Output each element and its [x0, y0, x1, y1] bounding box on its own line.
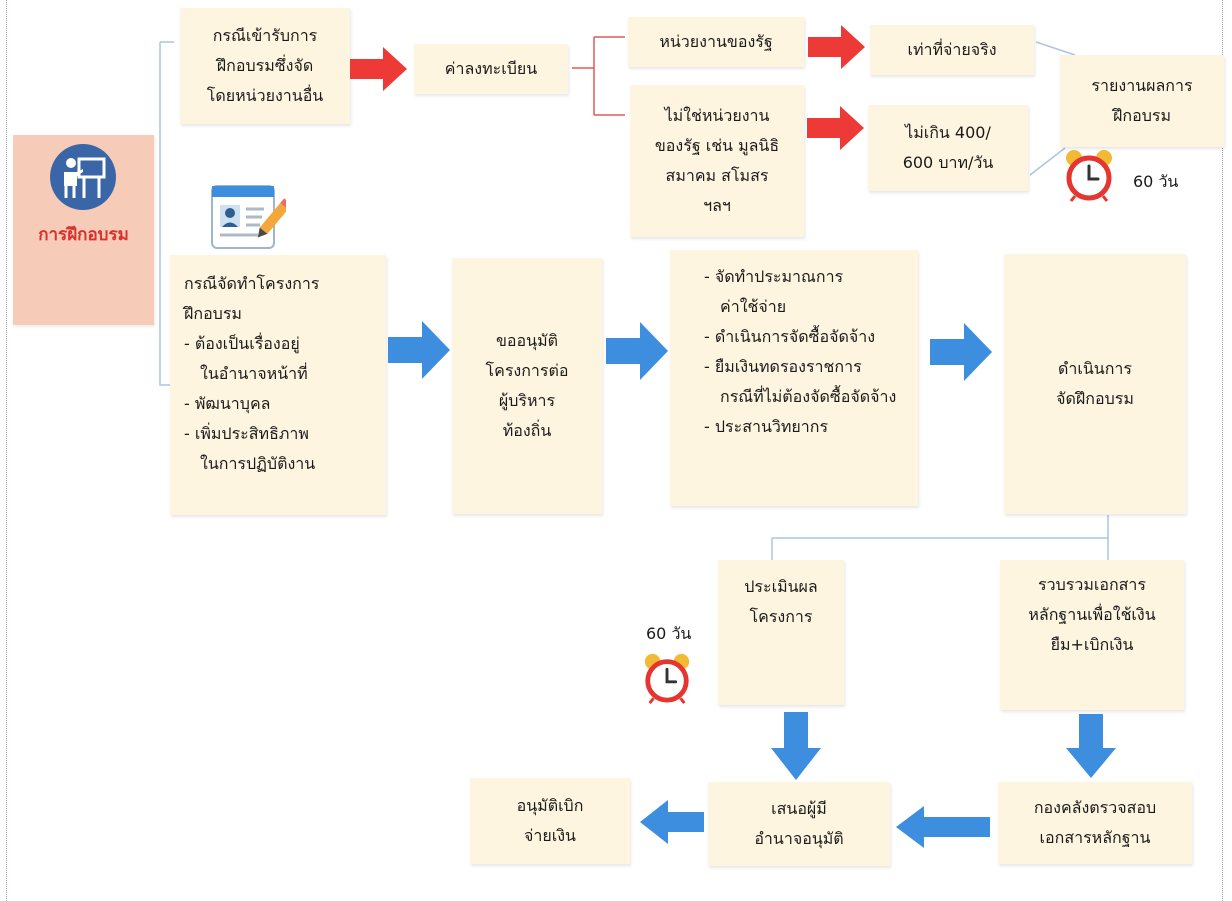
- evaluate-project-line-1: ประเมินผล: [744, 577, 818, 596]
- red-arrow-icon: [808, 25, 865, 69]
- request-approval-line-1: ขออนุมัติ: [495, 331, 559, 350]
- non-government-box: ไม่ใช่หน่วยงาน ของรัฐ เช่น มูลนิธิ สมาคม…: [630, 85, 804, 237]
- treasury-check-line-2: เอกสารหลักฐาน: [1039, 828, 1151, 847]
- propose-authority-box: เสนอผู้มี อำนาจอนุมัติ: [708, 782, 890, 866]
- prep-step-1: - จัดทำประมาณการ: [704, 267, 844, 286]
- red-arrow-icon: [807, 106, 864, 150]
- collect-documents-line-2: หลักฐานเพื่อใช้เงิน: [1028, 605, 1156, 624]
- treasury-check-box: กองคลังตรวจสอบ เอกสารหลักฐาน: [998, 782, 1192, 864]
- blue-arrow-icon: [930, 323, 992, 381]
- red-arrow-icon: [350, 47, 407, 91]
- report-deadline-label: 60 วัน: [1133, 172, 1179, 191]
- internal-case-title-2: ฝึกอบรม: [184, 304, 242, 323]
- collect-documents-box: รวบรวมเอกสาร หลักฐานเพื่อใช้เงิน ยืม+เบิ…: [1000, 560, 1184, 710]
- evaluate-project-line-2: โครงการ: [749, 607, 813, 626]
- blue-arrow-icon: [771, 712, 821, 780]
- non-government-line-1: ไม่ใช่หน่วยงาน: [664, 106, 770, 125]
- request-approval-line-2: โครงการต่อ: [485, 361, 569, 380]
- internal-case-item-1: - ต้องเป็นเรื่องอยู่: [184, 334, 300, 353]
- non-government-line-4: ฯลฯ: [703, 196, 731, 215]
- daily-limit-line-1: ไม่เกิน 400/: [905, 123, 991, 142]
- presenter-icon: [50, 144, 116, 210]
- prep-step-2: - ดำเนินการจัดซื้อจัดจ้าง: [704, 327, 876, 346]
- internal-case-title-1: กรณีจัดทำโครงการ: [184, 274, 320, 293]
- collect-documents-line-1: รวบรวมเอกสาร: [1038, 575, 1146, 594]
- conduct-training-line-1: ดำเนินการ: [1058, 359, 1132, 378]
- external-training-case-box: กรณีเข้ารับการ ฝึกอบรมซึ่งจัด โดยหน่วยงา…: [180, 8, 350, 124]
- training-report-line-2: ฝึกอบรม: [1113, 106, 1171, 125]
- non-government-line-2: ของรัฐ เช่น มูลนิธิ: [654, 136, 780, 155]
- external-case-line-3: โดยหน่วยงานอื่น: [206, 86, 324, 105]
- conduct-training-box: ดำเนินการ จัดฝึกอบรม: [1004, 254, 1186, 514]
- daily-limit-line-2: 600 บาท/วัน: [902, 153, 994, 172]
- blue-arrow-icon: [1066, 714, 1116, 778]
- prep-step-4: - ประสานวิทยากร: [704, 417, 829, 436]
- evaluate-project-box: ประเมินผล โครงการ: [718, 560, 844, 705]
- root-node: การฝึกอบรม: [13, 135, 154, 325]
- request-approval-line-4: ท้องถิ่น: [502, 421, 552, 440]
- blue-arrow-icon: [606, 322, 668, 380]
- external-case-line-1: กรณีเข้ารับการ: [212, 26, 318, 45]
- government-agency-box: หน่วยงานของรัฐ: [628, 17, 804, 67]
- page-edge-left: [6, 0, 7, 901]
- registration-fee-box: ค่าลงทะเบียน: [414, 44, 568, 94]
- request-approval-box: ขออนุมัติ โครงการต่อ ผู้บริหาร ท้องถิ่น: [452, 258, 602, 514]
- clock-icon: [644, 653, 690, 704]
- approve-disbursement-line-2: จ่ายเงิน: [524, 826, 576, 845]
- page-edge-right: [1222, 0, 1223, 901]
- propose-authority-line-1: เสนอผู้มี: [771, 799, 827, 818]
- internal-case-item-1-cont: ในอำนาจหน้าที่: [200, 364, 308, 383]
- evaluate-deadline-label: 60 วัน: [646, 624, 692, 643]
- request-approval-line-3: ผู้บริหาร: [498, 391, 556, 410]
- training-report-box: รายงานผลการ ฝึกอบรม: [1060, 55, 1224, 147]
- approve-disbursement-box: อนุมัติเบิก จ่ายเงิน: [470, 778, 630, 864]
- actual-cost-box: เท่าที่จ่ายจริง: [870, 25, 1034, 75]
- clock-icon: [1066, 150, 1112, 202]
- document-icon: [211, 185, 286, 249]
- government-agency-label: หน่วยงานของรัฐ: [659, 32, 773, 51]
- internal-case-item-2: - พัฒนาบุคล: [184, 394, 271, 413]
- root-label: การฝึกอบรม: [38, 225, 129, 245]
- collect-documents-line-3: ยืม+เบิกเงิน: [1050, 635, 1134, 654]
- actual-cost-label: เท่าที่จ่ายจริง: [907, 40, 997, 59]
- approve-disbursement-line-1: อนุมัติเบิก: [516, 796, 584, 815]
- non-government-line-3: สมาคม สโมสร: [665, 166, 769, 185]
- internal-case-item-3-cont: ในการปฏิบัติงาน: [200, 454, 316, 473]
- blue-arrow-icon: [388, 321, 450, 379]
- registration-fee-label: ค่าลงทะเบียน: [444, 59, 538, 78]
- internal-project-case-box: กรณีจัดทำโครงการ ฝึกอบรม - ต้องเป็นเรื่อ…: [170, 255, 386, 515]
- propose-authority-line-2: อำนาจอนุมัติ: [754, 829, 844, 848]
- daily-limit-box: ไม่เกิน 400/ 600 บาท/วัน: [868, 105, 1028, 191]
- prep-step-3: - ยืมเงินทดรองราชการ: [704, 357, 862, 376]
- conduct-training-line-2: จัดฝึกอบรม: [1056, 389, 1134, 408]
- prep-step-3-cont: กรณีที่ไม่ต้องจัดซื้อจัดจ้าง: [720, 387, 897, 406]
- internal-case-item-3: - เพิ่มประสิทธิภาพ: [184, 424, 309, 443]
- treasury-check-line-1: กองคลังตรวจสอบ: [1033, 798, 1157, 817]
- prep-step-1-cont: ค่าใช้จ่าย: [720, 297, 787, 316]
- training-report-line-1: รายงานผลการ: [1091, 76, 1193, 95]
- blue-arrow-icon: [640, 800, 704, 844]
- preparation-steps-box: - จัดทำประมาณการ ค่าใช้จ่าย - ดำเนินการจ…: [670, 250, 918, 506]
- external-case-line-2: ฝึกอบรมซึ่งจัด: [216, 56, 314, 75]
- blue-arrow-icon: [896, 806, 990, 848]
